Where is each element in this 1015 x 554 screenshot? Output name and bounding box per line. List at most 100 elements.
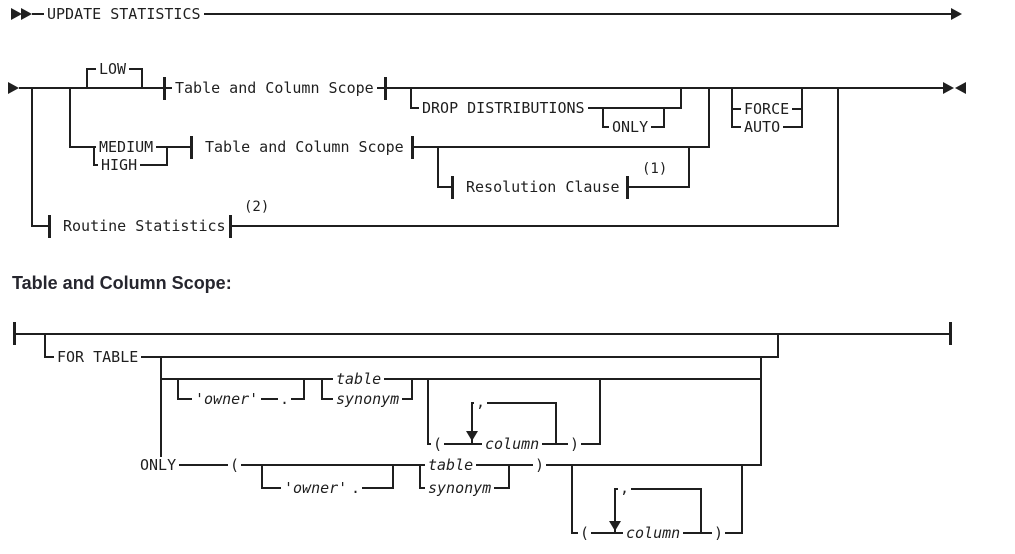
branch-line [31,87,33,227]
rail-line [232,225,839,227]
keyword-medium: MEDIUM [96,139,157,155]
symbol-comma: , [618,479,632,497]
statement-end-arrow-icon [943,82,954,94]
variable-owner: 'owner' [281,480,351,496]
branch-line [321,378,323,400]
fragment-ref-routine-statistics: Routine Statistics [60,218,229,234]
footnote-ref-2: (2) [242,199,272,215]
branch-line [410,87,412,109]
branch-line [411,378,413,400]
symbol-dot: . [349,479,363,497]
branch-line [166,146,168,166]
branch-line [419,464,421,489]
branch-line [708,87,710,148]
branch-line [69,87,71,148]
keyword-low: LOW [96,61,130,77]
branch-line [86,68,88,89]
branch-line [777,333,779,358]
repeat-arrow-icon [466,431,478,441]
fragment-ref-table-and-column-scope: Table and Column Scope [202,139,407,155]
branch-line [741,464,743,534]
fragment-start-tick [451,176,454,199]
rail-line [629,186,690,188]
rail-line [160,378,762,380]
symbol-comma: , [474,393,488,411]
branch-line [760,356,762,466]
line-continue-arrow-icon [951,8,962,20]
repeat-arrow-icon [609,521,621,531]
loop-line [614,488,702,490]
branch-line [93,146,95,166]
loop-line [700,488,702,533]
rail-line [31,225,51,227]
rail-line [14,333,951,335]
rail-line [19,87,945,89]
branch-line [571,464,573,534]
branch-line [44,333,46,358]
branch-line [427,378,429,445]
branch-line [392,464,394,489]
branch-line [663,107,665,128]
fragment-end-tick [411,136,414,159]
symbol-close-paren: ) [568,435,582,453]
keyword-only-scope: ONLY [137,457,180,473]
keyword-force: FORCE [741,101,793,117]
loop-line [471,402,473,444]
variable-synonym: synonym [333,391,403,407]
fragment-start-tick [48,215,51,238]
keyword-drop-distributions: DROP DISTRIBUTIONS [419,100,588,116]
variable-table: table [333,371,385,387]
fragment-start-tick [13,322,16,345]
fragment-start-tick [190,136,193,159]
symbol-close-paren: ) [712,524,726,542]
branch-line [261,464,263,489]
keyword-auto: AUTO [741,119,784,135]
fragment-ref-resolution-clause: Resolution Clause [463,179,623,195]
fragment-end-tick [229,215,232,238]
statement-end-arrow-icon [955,82,966,94]
symbol-dot: . [278,390,292,408]
loop-line [555,402,557,444]
symbol-open-paren: ( [578,524,592,542]
fragment-start-tick [163,77,166,100]
variable-column: column [482,436,543,452]
fragment-heading: Table and Column Scope: [12,273,232,293]
line-start-arrow-icon [8,82,19,94]
branch-line [688,146,690,188]
branch-line [437,146,439,188]
branch-line [602,107,604,128]
fragment-ref-table-and-column-scope: Table and Column Scope [172,80,377,96]
rail-line [32,13,953,15]
variable-table: table [425,457,477,473]
branch-line [141,68,143,89]
keyword-for-table: FOR TABLE [54,349,142,365]
branch-line [599,378,601,445]
rail-line [44,356,779,358]
branch-line [731,87,733,128]
symbol-open-paren: ( [431,435,445,453]
rail-line [413,146,710,148]
variable-column: column [623,525,684,541]
diagram-start-arrow-icon [21,8,32,20]
keyword-only: ONLY [609,119,652,135]
footnote-ref-1: (1) [640,161,670,177]
loop-line [471,402,557,404]
keyword-high: HIGH [98,157,141,173]
branch-line [680,87,682,109]
fragment-end-tick [384,77,387,100]
symbol-close-paren: ) [533,456,547,474]
branch-line [177,378,179,400]
branch-line [160,356,162,466]
diagram-start-arrow-icon [11,8,22,20]
fragment-end-tick [949,322,952,345]
variable-synonym: synonym [425,480,495,496]
keyword-update-statistics: UPDATE STATISTICS [44,6,204,22]
variable-owner: 'owner' [192,391,262,407]
rail-line [437,186,454,188]
branch-line [303,378,305,400]
symbol-open-paren: ( [228,456,242,474]
